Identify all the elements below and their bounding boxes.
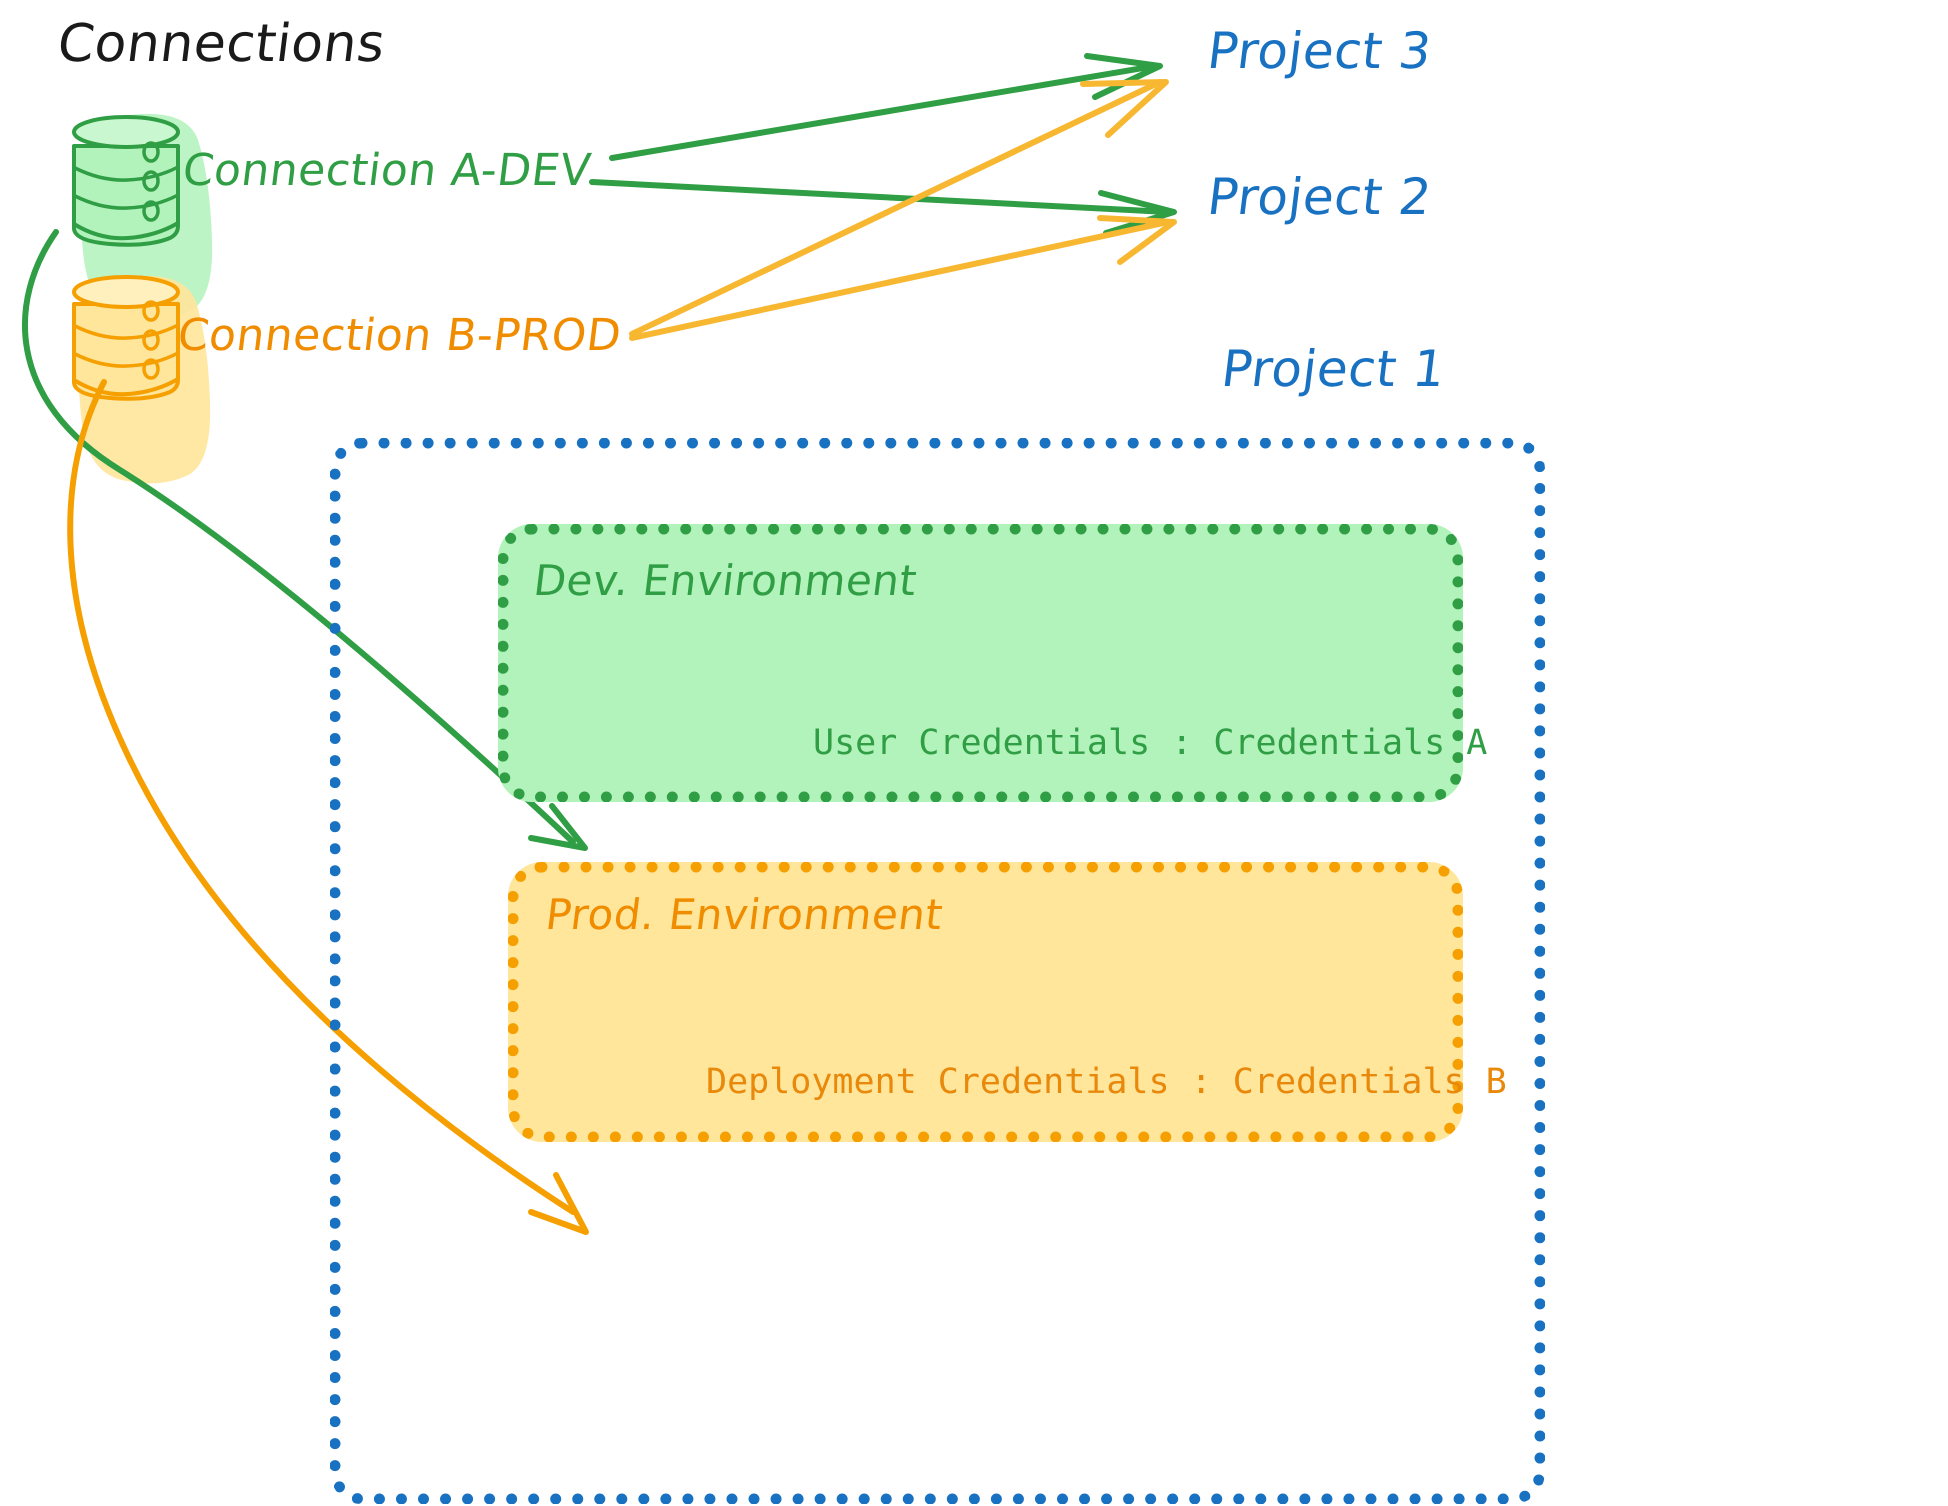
dev-environment-title: Dev. Environment <box>530 556 920 605</box>
edge-b-prod-to-prod-env <box>67 379 589 1235</box>
database-cylinder-icon-a-dev[interactable] <box>72 113 213 320</box>
project-1-container <box>330 438 1545 1504</box>
prod-environment-credentials: Deployment Credentials : Credentials B <box>706 1062 1507 1102</box>
edge-a-dev-to-project-3 <box>609 53 1163 161</box>
page-title: Connections <box>54 14 389 74</box>
edge-a-dev-to-dev-env <box>21 229 588 851</box>
edge-b-prod-to-project-2 <box>629 215 1177 341</box>
connection-label-a-dev[interactable]: Connection A-DEV <box>179 145 594 196</box>
project-label-project-3[interactable]: Project 3 <box>1204 22 1435 80</box>
dev-environment-credentials: User Credentials : Credentials A <box>813 723 1488 763</box>
prod-environment-title: Prod. Environment <box>542 890 946 939</box>
project-label-project-1[interactable]: Project 1 <box>1218 340 1449 398</box>
project-label-project-2[interactable]: Project 2 <box>1204 168 1435 226</box>
prod-environment-box[interactable] <box>508 862 1463 1142</box>
connection-label-b-prod[interactable]: Connection B-PROD <box>174 310 625 361</box>
edge-a-dev-to-project-2 <box>589 179 1177 236</box>
database-cylinder-icon-b-prod[interactable] <box>72 275 211 484</box>
dev-environment-box[interactable] <box>498 524 1463 802</box>
edge-b-prod-to-project-3 <box>629 79 1169 337</box>
